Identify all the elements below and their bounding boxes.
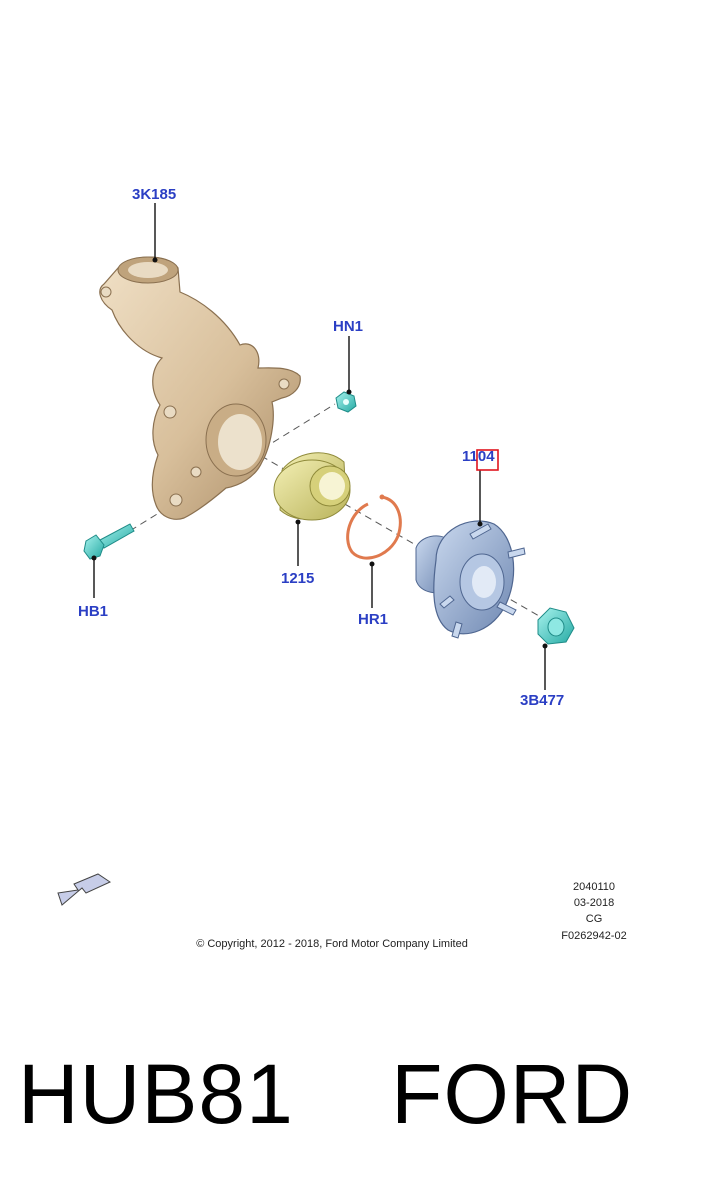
drawing-id: F0262942-02 — [561, 930, 626, 942]
drawing-number: 2040110 — [573, 881, 615, 893]
steering-knuckle-part[interactable] — [99, 256, 301, 520]
direction-arrow-icon — [57, 873, 112, 906]
callout-3b477[interactable]: 3B477 — [520, 692, 564, 709]
callout-1215[interactable]: 1215 — [281, 570, 314, 587]
drawing-date: 03-2018 — [574, 897, 614, 909]
drawing-code: CG — [586, 913, 603, 925]
callout-hn1[interactable]: HN1 — [333, 318, 363, 335]
wheel-bearing-part[interactable] — [273, 452, 351, 521]
highlight-box — [476, 449, 499, 471]
callout-hb1[interactable]: HB1 — [78, 603, 108, 620]
callout-3k185[interactable]: 3K185 — [132, 186, 176, 203]
wheel-hub-part[interactable] — [415, 520, 526, 639]
retaining-ring-part[interactable] — [346, 494, 402, 560]
callout-dots — [91, 257, 548, 649]
product-banner: HUB81 FORD — [18, 1052, 633, 1136]
nut-hn1-part[interactable] — [335, 391, 357, 413]
hub-nut-part[interactable] — [537, 607, 575, 645]
callout-1104[interactable]: 1104 — [462, 448, 495, 465]
callout-hr1[interactable]: HR1 — [358, 611, 388, 628]
brand-label: FORD — [391, 1047, 634, 1141]
bolt-part[interactable] — [83, 523, 135, 560]
callout-leader-lines — [93, 203, 546, 690]
banner-gap — [294, 1047, 391, 1141]
part-number-label: HUB81 — [18, 1047, 294, 1141]
copyright-notice: © Copyright, 2012 - 2018, Ford Motor Com… — [196, 938, 468, 950]
